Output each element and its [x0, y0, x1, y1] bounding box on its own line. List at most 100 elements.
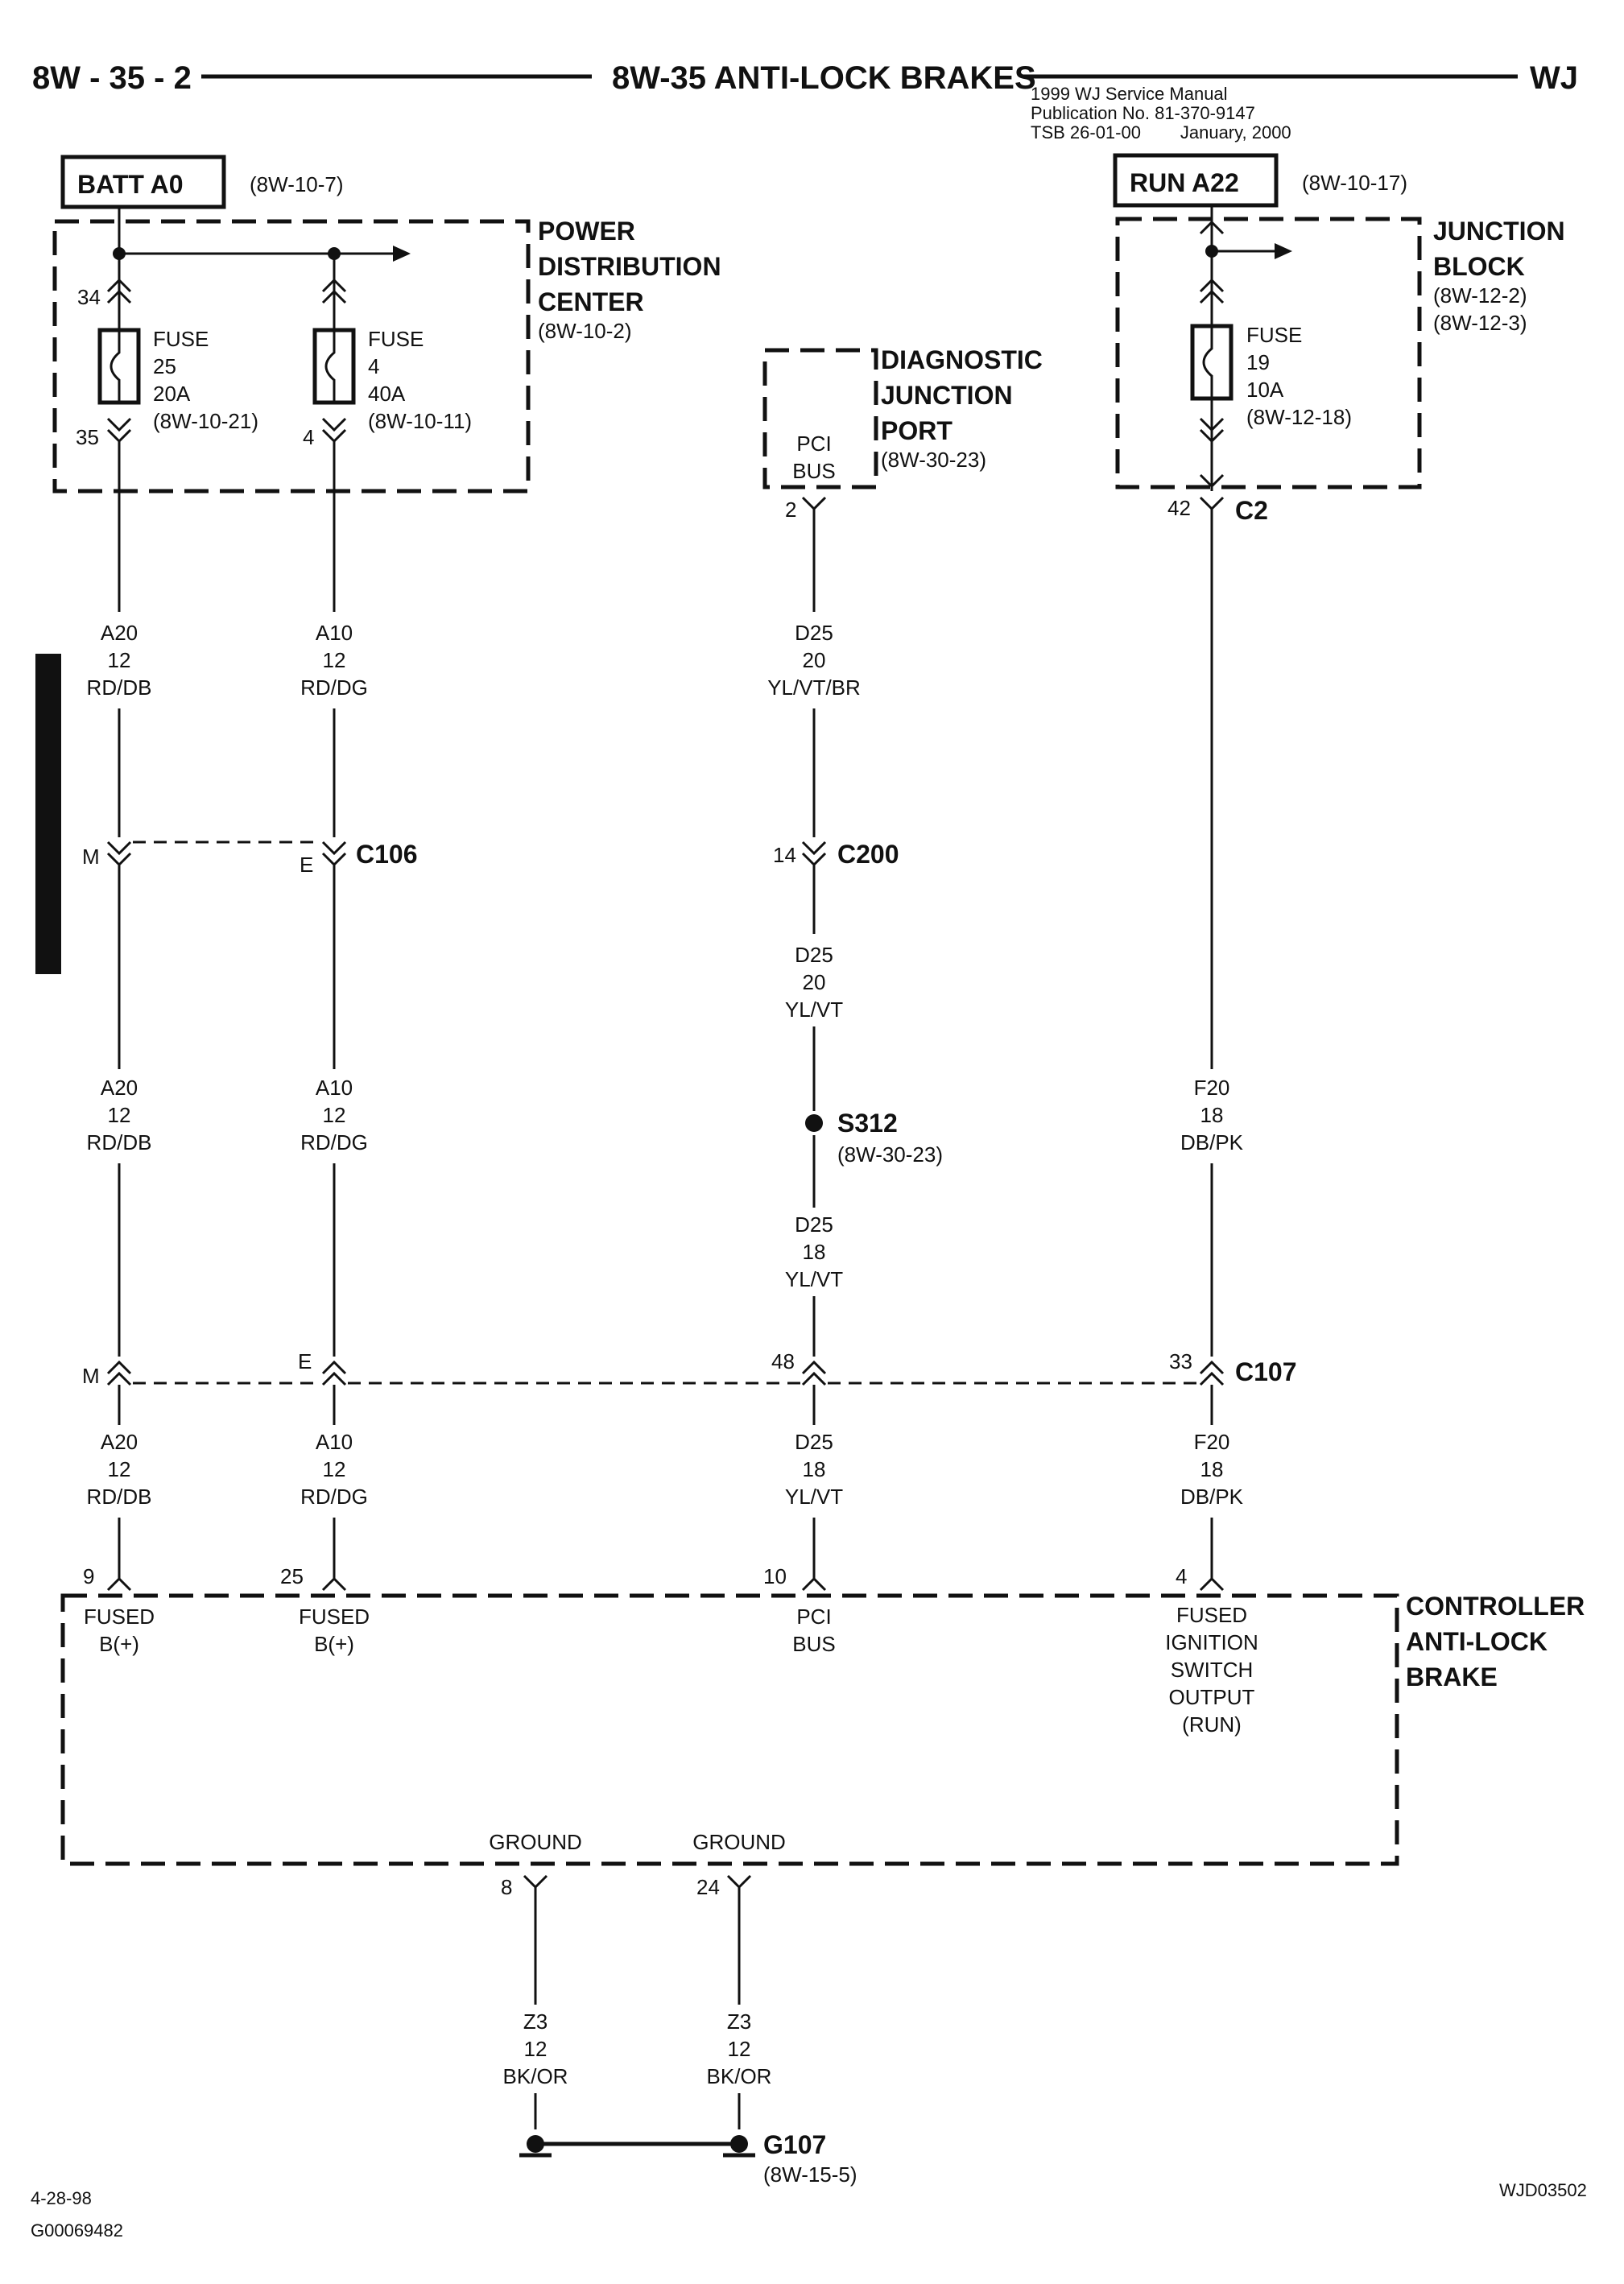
- s312-splice: S312: [837, 1109, 898, 1138]
- controller-pin-4-label-2: IGNITION: [1165, 1630, 1258, 1654]
- fuse-25-line-1: FUSE: [153, 327, 209, 351]
- z3-right-gauge: 12: [728, 2037, 751, 2061]
- junction-title-2: BLOCK: [1433, 252, 1525, 281]
- diagnostic-title-3: PORT: [881, 416, 952, 445]
- c107-terminal-48: [801, 1360, 827, 1386]
- a20-upper-color: RD/DB: [87, 675, 152, 700]
- c200-connector: C200: [837, 840, 899, 869]
- fuse-4-line-1: FUSE: [368, 327, 424, 351]
- controller-pin-9-terminal: [106, 1576, 132, 1592]
- s312-ref: (8W-30-23): [837, 1142, 943, 1167]
- batt-a0-label: BATT A0: [77, 170, 184, 199]
- diagnostic-title-2: JUNCTION: [881, 381, 1013, 410]
- controller-ground-8-label: GROUND: [489, 1830, 582, 1854]
- controller-pin-25-label-2: B(+): [314, 1632, 354, 1656]
- footer-code: G00069482: [31, 2220, 123, 2241]
- junction-bus-arrow: [1275, 243, 1292, 259]
- c107-pin-48: 48: [771, 1349, 795, 1373]
- controller-pin-4-terminal: [1199, 1576, 1225, 1592]
- diagnostic-ref: (8W-30-23): [881, 448, 986, 472]
- diagnostic-pin: 2: [785, 498, 796, 522]
- a10-mid-circuit: A10: [316, 1076, 353, 1100]
- c106-pin-e: E: [300, 853, 313, 877]
- f20-low-color: DB/PK: [1180, 1485, 1244, 1509]
- ground-pin-8-terminal: [523, 1874, 548, 1890]
- margin-tab-bar: [35, 654, 61, 974]
- c106-pin-m: M: [82, 845, 100, 869]
- d25-upper-color: YL/VT/BR: [767, 675, 861, 700]
- fuse-19-line-1: FUSE: [1246, 323, 1302, 347]
- page-title: 8W-35 ANTI-LOCK BRAKES: [612, 60, 1036, 96]
- a20-upper-gauge: 12: [108, 648, 131, 672]
- controller-pin-4-label-5: (RUN): [1182, 1712, 1242, 1737]
- c2-terminal-upper: [1199, 473, 1225, 489]
- a10-mid-color: RD/DG: [300, 1130, 368, 1154]
- junction-ref-2: (8W-12-3): [1433, 311, 1527, 335]
- a20-low-circuit: A20: [101, 1430, 138, 1454]
- a20-low-gauge: 12: [108, 1457, 131, 1481]
- z3-right-circuit: Z3: [727, 2009, 751, 2034]
- fuse-25-out-pin: 35: [76, 425, 99, 449]
- a10-low-circuit: A10: [316, 1430, 353, 1454]
- power-distribution-center-box: [52, 219, 531, 494]
- a10-upper-circuit: A10: [316, 621, 353, 645]
- controller-title-1: CONTROLLER: [1406, 1592, 1585, 1621]
- c106-terminal-e: [321, 840, 347, 867]
- fuse-25-line-4: (8W-10-21): [153, 409, 258, 433]
- d25-low-circuit: D25: [795, 1430, 833, 1454]
- c2-connector: C2: [1235, 496, 1268, 525]
- c107-terminal-e: [321, 1360, 347, 1386]
- junction-block-box: [1115, 217, 1422, 489]
- pdc-title-1: POWER: [538, 217, 635, 246]
- z3-left-color: BK/OR: [503, 2064, 568, 2088]
- controller-pin-9-number: 9: [83, 1564, 94, 1588]
- pdc-title-3: CENTER: [538, 287, 644, 316]
- d25-mid2-circuit: D25: [795, 1212, 833, 1237]
- fuse-19-line-3: 10A: [1246, 378, 1284, 402]
- batt-a0-ref: (8W-10-7): [250, 172, 344, 196]
- fuse-25-line-3: 20A: [153, 382, 191, 406]
- footer-date: 4-28-98: [31, 2188, 92, 2208]
- diagnostic-port-box: [762, 348, 878, 489]
- a20-upper-circuit: A20: [101, 621, 138, 645]
- manual-publication: Publication No. 81-370-9147: [1031, 103, 1255, 123]
- a10-upper-color: RD/DG: [300, 675, 368, 700]
- f20-low-gauge: 18: [1200, 1457, 1224, 1481]
- g107-ref: (8W-15-5): [763, 2162, 857, 2187]
- a10-upper-gauge: 12: [323, 648, 346, 672]
- g107-ground: G107: [763, 2130, 826, 2159]
- c200-terminal: [801, 840, 827, 867]
- pdc-title-2: DISTRIBUTION: [538, 252, 721, 281]
- page-number: 8W - 35 - 2: [32, 60, 192, 96]
- a20-low-color: RD/DB: [87, 1485, 152, 1509]
- f20-low-circuit: F20: [1194, 1430, 1230, 1454]
- z3-left-circuit: Z3: [523, 2009, 548, 2034]
- d25-mid2-gauge: 18: [803, 1240, 826, 1264]
- d25-upper-circuit: D25: [795, 621, 833, 645]
- c106-terminal-m: [106, 840, 132, 867]
- controller-box: [60, 1593, 1399, 1866]
- controller-pin-4-label-3: SWITCH: [1171, 1658, 1254, 1682]
- fuse-19-line-2: 19: [1246, 350, 1270, 374]
- diagnostic-inner-2: BUS: [792, 459, 835, 483]
- ground-pin-24-number: 24: [696, 1875, 720, 1899]
- manual-title: 1999 WJ Service Manual: [1031, 84, 1228, 104]
- d25-mid1-gauge: 20: [803, 970, 826, 994]
- controller-pin-10-terminal: [801, 1576, 827, 1592]
- c107-pin-33: 33: [1169, 1349, 1192, 1373]
- fuse-4-element: [324, 330, 336, 403]
- z3-left-gauge: 12: [524, 2037, 548, 2061]
- pdc-bus-arrow: [393, 246, 411, 262]
- controller-pin-25-label-1: FUSED: [299, 1605, 370, 1629]
- diagnostic-inner-1: PCI: [796, 432, 831, 456]
- controller-pin-9-label-1: FUSED: [84, 1605, 155, 1629]
- d25-mid1-color: YL/VT: [785, 997, 843, 1022]
- c106-connector: C106: [356, 840, 418, 869]
- fuse-25-in-pin: 34: [77, 285, 101, 309]
- c107-terminal-33: [1199, 1360, 1225, 1386]
- d25-mid2-color: YL/VT: [785, 1267, 843, 1291]
- fuse-25-line-2: 25: [153, 354, 176, 378]
- f20-mid-gauge: 18: [1200, 1103, 1224, 1127]
- fuse-19-line-4: (8W-12-18): [1246, 405, 1352, 429]
